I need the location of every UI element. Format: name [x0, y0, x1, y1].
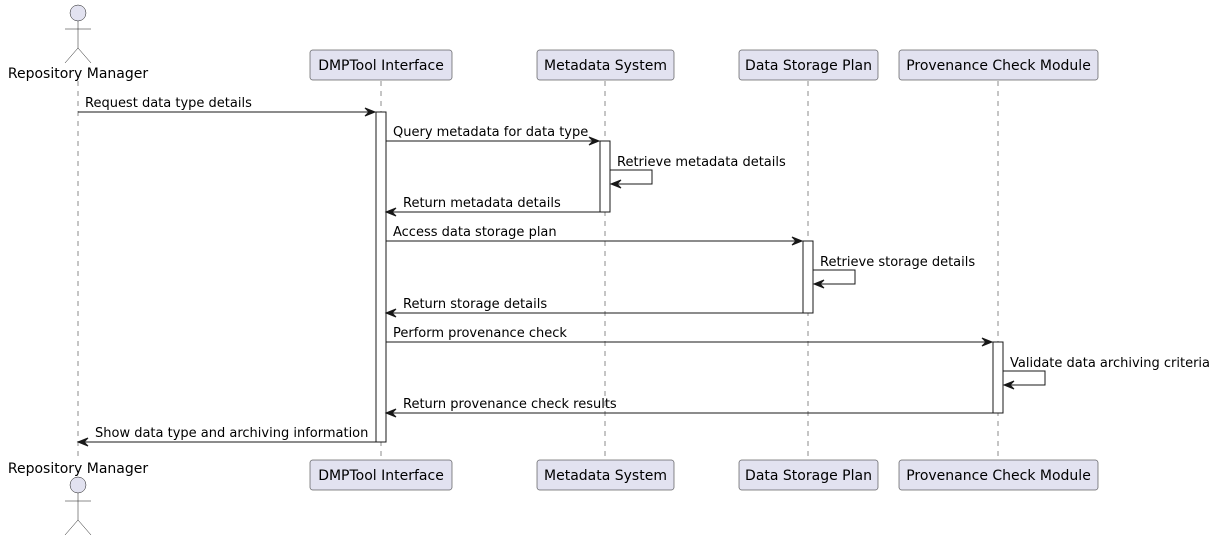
- self-message-line: [1003, 370, 1046, 386]
- participant-box: [738, 459, 879, 491]
- message-label: Return metadata details: [403, 196, 561, 211]
- activation-prov: [992, 341, 1004, 414]
- actor-head-icon: [69, 4, 87, 22]
- arrowhead-icon: [76, 437, 89, 447]
- participant-label: Data Storage Plan: [745, 468, 872, 484]
- participant-label: Data Storage Plan: [745, 58, 872, 74]
- participant-box: [898, 459, 1099, 491]
- participant-box: [898, 49, 1099, 81]
- participant-prov-top: Provenance Check Module: [898, 49, 1099, 81]
- participants-top: Repository Manager DMPTool Interface Metad…: [8, 4, 1099, 82]
- actor-leg-icon: [77, 519, 92, 536]
- actor-head-icon: [69, 476, 87, 494]
- arrowhead-icon: [364, 107, 377, 117]
- activation-meta: [599, 140, 611, 213]
- message-11: Show data type and archiving information: [76, 426, 376, 447]
- participant-label: Provenance Check Module: [906, 468, 1091, 484]
- participant-storage-top: Data Storage Plan: [738, 49, 879, 81]
- arrowhead-icon: [384, 408, 397, 418]
- participant-box: [536, 459, 675, 491]
- actor-leg-icon: [64, 47, 79, 64]
- actor-repo-bottom: Repository Manager: [8, 461, 149, 536]
- message-label: Return storage details: [403, 297, 547, 312]
- participant-label: Repository Manager: [8, 66, 149, 82]
- activation-storage: [802, 240, 814, 314]
- self-message-line: [610, 169, 653, 185]
- participant-storage-bottom: Data Storage Plan: [738, 459, 879, 491]
- message-5: Access data storage plan: [386, 225, 804, 246]
- message-label: Perform provenance check: [393, 326, 567, 341]
- message-label: Request data type details: [85, 96, 252, 111]
- actor-leg-icon: [77, 47, 92, 64]
- message-9: Validate data archiving criteria: [1002, 356, 1210, 390]
- participant-label: Repository Manager: [8, 461, 149, 477]
- participant-dmp-top: DMPTool Interface: [309, 49, 453, 81]
- arrowhead-icon: [609, 179, 622, 189]
- arrowhead-icon: [384, 207, 397, 217]
- participant-box: [738, 49, 879, 81]
- message-label: Retrieve storage details: [820, 255, 975, 270]
- message-3: Retrieve metadata details: [609, 155, 786, 189]
- arrowhead-icon: [812, 279, 825, 289]
- message-8: Perform provenance check: [386, 326, 994, 347]
- arrowhead-icon: [1002, 380, 1015, 390]
- participant-dmp-bottom: DMPTool Interface: [309, 459, 453, 491]
- message-label: Show data type and archiving information: [95, 426, 368, 441]
- participant-label: Metadata System: [544, 468, 667, 484]
- message-label: Query metadata for data type: [393, 125, 588, 140]
- message-4: Return metadata details: [384, 196, 600, 217]
- participant-box: [309, 459, 453, 491]
- participants-bottom: Repository Manager DMPTool Interface Metad…: [8, 459, 1099, 536]
- participant-label: Metadata System: [544, 58, 667, 74]
- participant-meta-top: Metadata System: [536, 49, 675, 81]
- message-2: Query metadata for data type: [386, 125, 601, 146]
- actor-leg-icon: [64, 519, 79, 536]
- message-6: Retrieve storage details: [812, 255, 975, 289]
- activation-bars: [375, 111, 1004, 443]
- participant-box: [536, 49, 675, 81]
- message-label: Return provenance check results: [403, 397, 617, 412]
- participant-label: DMPTool Interface: [318, 468, 444, 484]
- arrowhead-icon: [791, 236, 804, 246]
- arrowhead-icon: [981, 337, 994, 347]
- activation-dmp: [375, 111, 387, 443]
- arrowhead-icon: [588, 136, 601, 146]
- participant-box: [309, 49, 453, 81]
- self-message-line: [813, 269, 856, 285]
- participant-label: DMPTool Interface: [318, 58, 444, 74]
- message-label: Retrieve metadata details: [617, 155, 786, 170]
- actor-repo-top: Repository Manager: [8, 4, 149, 82]
- arrowhead-icon: [384, 308, 397, 318]
- message-label: Validate data archiving criteria: [1010, 356, 1210, 371]
- participant-meta-bottom: Metadata System: [536, 459, 675, 491]
- participant-label: Provenance Check Module: [906, 58, 1091, 74]
- message-label: Access data storage plan: [393, 225, 557, 240]
- participant-prov-bottom: Provenance Check Module: [898, 459, 1099, 491]
- message-7: Return storage details: [384, 297, 803, 318]
- message-10: Return provenance check results: [384, 397, 993, 418]
- message-1: Request data type details: [78, 96, 377, 117]
